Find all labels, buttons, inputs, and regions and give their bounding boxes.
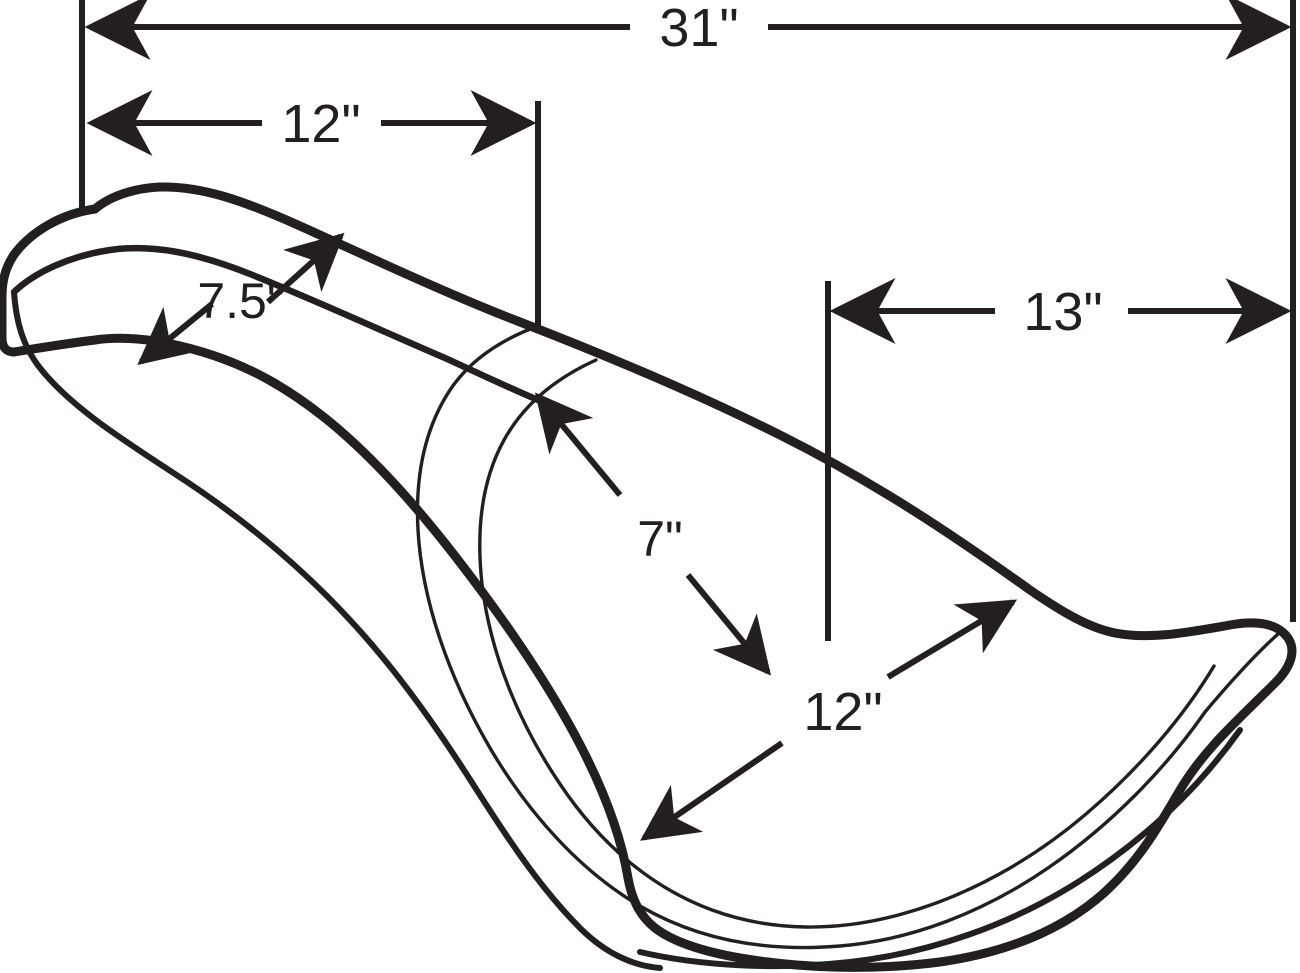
dimension-line-12bucket-lower: [640, 740, 784, 841]
dimension-overall-length: 31": [79, 0, 1296, 622]
bucket-inner-rim: [478, 358, 1216, 929]
dimension-label-7-5: 7.5": [197, 273, 284, 329]
dimension-label-12-rear: 12": [281, 94, 360, 154]
dimension-label-7: 7": [637, 511, 683, 567]
dimension-line-75-upper: [265, 232, 345, 305]
dimension-label-12-bucket: 12": [803, 682, 882, 742]
dimension-rear-width: 7.5": [137, 232, 345, 366]
dimension-bucket-width: 7": [534, 392, 772, 676]
dimension-line-12bucket-upper: [886, 599, 1018, 680]
rear-pad-seam: [10, 244, 542, 404]
dimension-bucket-length: 12": [640, 599, 1018, 841]
rear-pad-side-seam: [11, 289, 663, 971]
dimension-label-13: 13": [1023, 282, 1102, 342]
bucket-outer-rim: [415, 324, 1207, 950]
dimension-line-75-lower: [137, 301, 214, 366]
dimension-rear-section: 12": [86, 90, 541, 330]
seat-base-lower-edge: [637, 727, 1243, 970]
front-nose-underside: [1203, 632, 1280, 714]
dimension-front-section: 13": [825, 278, 1292, 641]
dimension-line-7-upper: [534, 392, 623, 497]
dimension-line-7-lower: [685, 573, 772, 676]
dimension-label-31: 31": [659, 0, 738, 58]
